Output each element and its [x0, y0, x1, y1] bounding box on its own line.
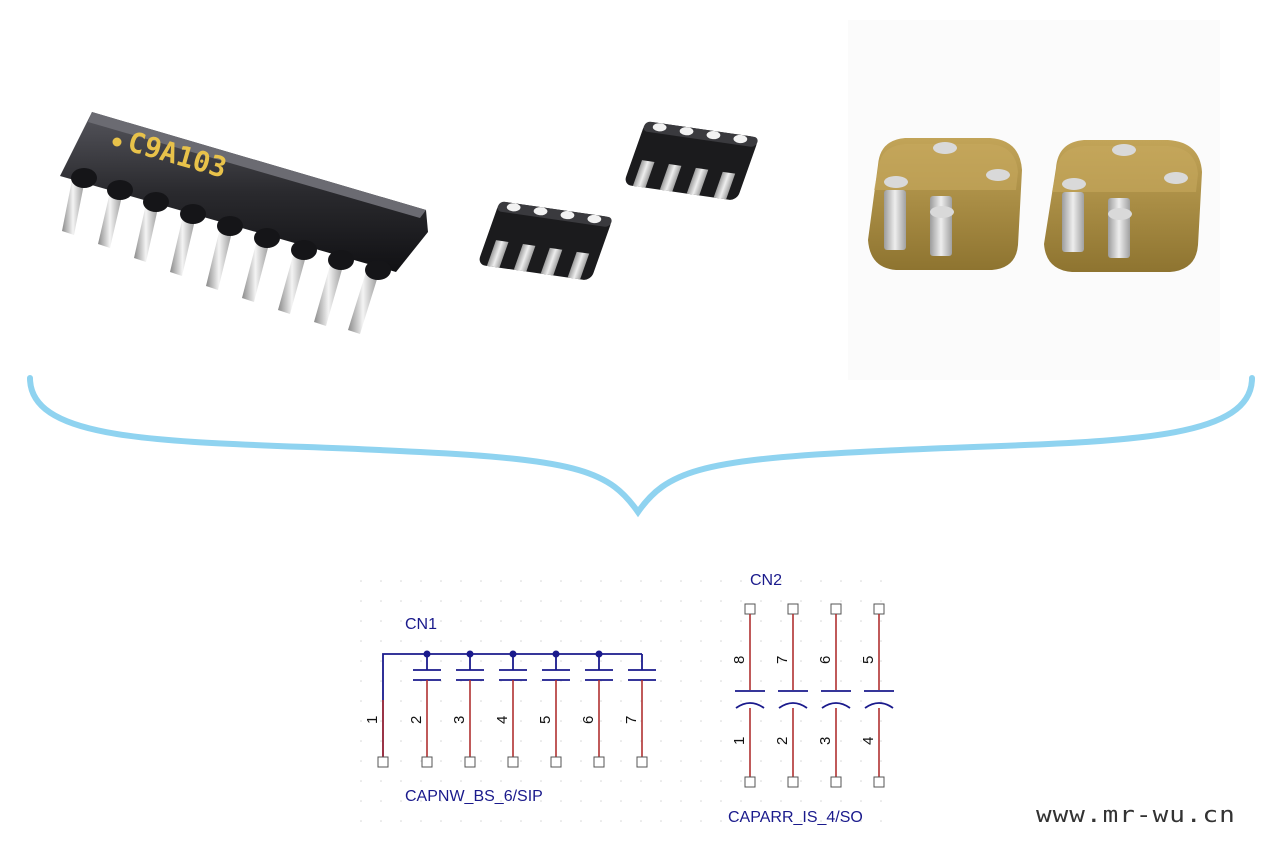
cn1-pin-pads — [377, 756, 648, 768]
cn2-schematic: CN2 8 7 6 — [728, 572, 894, 826]
cn2-pin-5: 5 — [860, 656, 877, 664]
curly-brace — [27, 375, 1255, 518]
cn1-refdes: CN1 — [405, 616, 437, 633]
sip-leads — [62, 180, 378, 334]
cn2-pin-7: 7 — [774, 656, 791, 664]
cn1-pin-2: 2 — [408, 716, 425, 724]
sip-body — [60, 112, 428, 272]
sip-capacitor-network: C9A103 — [60, 112, 428, 334]
cn2-pin-1: 1 — [731, 737, 748, 745]
cn1-value: CAPNW_BS_6/SIP — [405, 788, 543, 805]
smd-array-chip-back — [625, 121, 758, 200]
cn2-pin-3: 3 — [817, 737, 834, 745]
cn1-pin-3: 3 — [451, 716, 468, 724]
cn1-pin-5: 5 — [537, 716, 554, 724]
cn1-pin-4: 4 — [494, 716, 511, 724]
cn2-pin-4: 4 — [860, 737, 877, 745]
cn2-value: CAPARR_IS_4/SO — [728, 809, 863, 826]
cn2-pin-2: 2 — [774, 737, 791, 745]
cn1-pin-6: 6 — [580, 716, 597, 724]
tan-array-chip-right — [1044, 140, 1202, 272]
schematic-grid — [360, 565, 900, 830]
pin1-dot-icon — [112, 137, 122, 147]
smd-array-chip-front — [479, 201, 612, 280]
cn2-refdes: CN2 — [750, 572, 782, 589]
cn2-pin-8: 8 — [731, 656, 748, 664]
cn1-schematic: CN1 — [364, 616, 656, 805]
cn2-pin-6: 6 — [817, 656, 834, 664]
watermark: www.mr-wu.cn — [1036, 802, 1236, 828]
cn1-pin-1: 1 — [364, 716, 381, 724]
tan-array-chip-left — [868, 138, 1022, 270]
cn1-pin-7: 7 — [623, 716, 640, 724]
sip-lead-bulges — [71, 168, 391, 280]
